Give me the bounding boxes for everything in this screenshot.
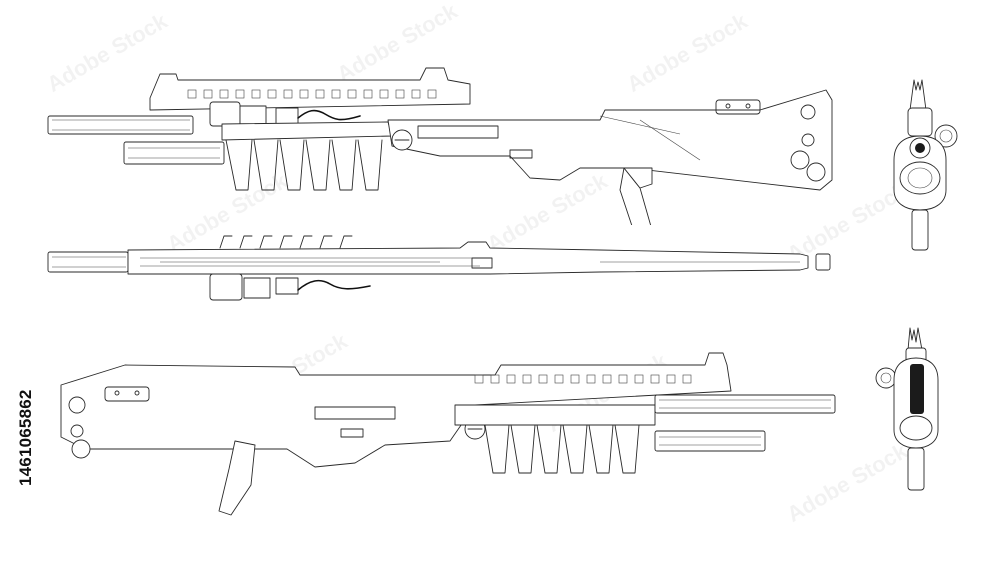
shotgun-rear-drawing — [893, 79, 958, 251]
stock-id-label: 1461065862 — [16, 389, 35, 487]
shotgun-top-drawing — [47, 235, 831, 301]
front-view — [870, 320, 960, 500]
side-view-left — [55, 345, 845, 520]
shotgun-front-drawing — [875, 327, 939, 491]
rear-view — [880, 60, 970, 260]
shotgun-side-drawing — [47, 67, 833, 225]
shotgun-side-mirror-drawing — [60, 352, 836, 516]
side-view-right — [40, 60, 840, 225]
top-view — [40, 228, 840, 313]
